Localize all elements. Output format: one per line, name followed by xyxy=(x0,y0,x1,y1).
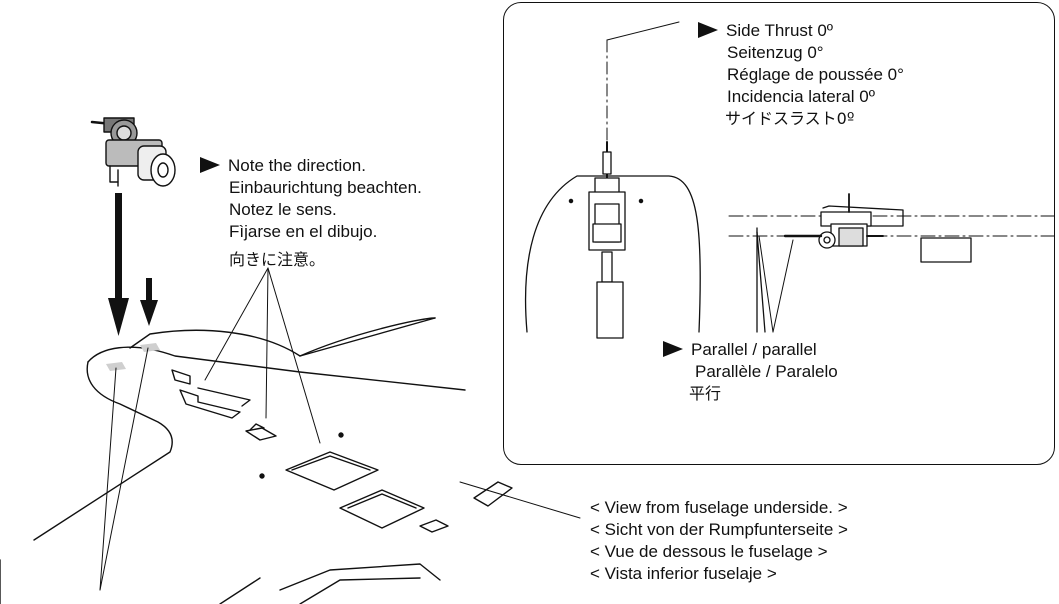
parallel-line-en: Parallel / parallel xyxy=(691,340,817,359)
side-thrust-line-es: Incidencia lateral 0º xyxy=(727,87,875,106)
note-direction-line-ja: 向きに注意。 xyxy=(229,250,326,269)
side-thrust-line-ja: サイドスラスト0º xyxy=(725,109,855,128)
right-triangle-arrow-icon xyxy=(200,157,220,173)
view-note-line-en: < View from fuselage underside. > xyxy=(590,498,848,517)
note-direction-line-de: Einbaurichtung beachten. xyxy=(229,178,422,197)
parallel-line-fr: Parallèle / Paralelo xyxy=(695,362,838,381)
note-direction-line-fr: Notez le sens. xyxy=(229,200,337,219)
note-direction-line-es: Fìjarse en el dibujo. xyxy=(229,222,378,241)
down-arrow-icon xyxy=(140,278,158,326)
right-triangle-arrow-icon xyxy=(663,341,683,357)
side-thrust-line-de: Seitenzug 0° xyxy=(727,43,824,62)
view-note-line-fr: < Vue de dessous le fuselage > xyxy=(590,542,828,561)
down-arrow-icon xyxy=(108,193,129,336)
side-thrust-line-en: Side Thrust 0º xyxy=(726,21,834,40)
side-thrust-drawing xyxy=(524,21,1055,339)
motor-gearbox-icon xyxy=(90,117,176,187)
side-thrust-label: Side Thrust 0º Seitenzug 0° Réglage de p… xyxy=(698,20,904,130)
view-note-line-de: < Sicht von der Rumpfunterseite > xyxy=(590,520,848,539)
parallel-label: Parallel / parallel Parallèle / Paralelo… xyxy=(663,339,838,405)
parallel-line-ja: 平行 xyxy=(689,384,722,403)
note-direction-line-en: Note the direction. xyxy=(228,156,366,175)
side-thrust-inset: Side Thrust 0º Seitenzug 0° Réglage de p… xyxy=(503,2,1055,465)
right-triangle-arrow-icon xyxy=(698,22,718,38)
view-note-line-es: < Vista inferior fuselaje > xyxy=(590,564,777,583)
side-thrust-line-fr: Réglage de poussée 0° xyxy=(727,65,904,84)
view-note-label: < View from fuselage underside. > < Sich… xyxy=(590,497,848,585)
note-direction-label: Note the direction. Einbaurichtung beach… xyxy=(200,155,422,271)
